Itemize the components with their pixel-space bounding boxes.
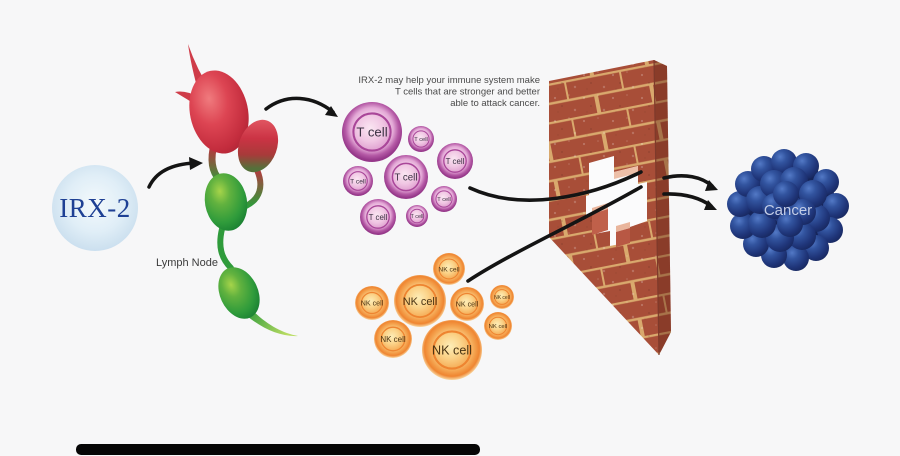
lymph-node-stem <box>217 226 234 271</box>
arrow-nkcells-to-wall <box>466 185 643 283</box>
hole-brick-stub <box>616 228 630 247</box>
nk-cell: NK cell <box>422 320 482 380</box>
t-cell: T cell <box>406 205 428 227</box>
lymph-node-illustration <box>175 44 298 337</box>
cancer-sphere <box>783 245 809 271</box>
arrow-tcells-to-wall <box>468 170 643 202</box>
cancer-sphere <box>823 193 849 219</box>
hole-brick-top <box>614 166 638 179</box>
bottom-bar <box>76 444 480 455</box>
nk-cell: NK cell <box>484 312 512 340</box>
t-cell: T cell <box>342 102 402 162</box>
cancer-mass <box>727 149 849 271</box>
hole-brick-stub <box>616 222 630 232</box>
cancer-sphere <box>777 211 803 237</box>
flow-arrowheads-left <box>189 106 338 170</box>
arrowhead <box>325 106 338 117</box>
nk-cell: NK cell <box>490 285 514 309</box>
arrow-node-to-tcells <box>264 96 335 114</box>
nk-cell: NK cell <box>355 286 389 320</box>
nk-cell: NK cell <box>394 275 446 327</box>
arrowhead <box>705 180 718 191</box>
arrowhead <box>189 157 203 170</box>
lymph-node-green-lobe <box>204 173 248 231</box>
irx2-bubble: IRX-2 <box>52 165 138 251</box>
lymph-node-red-lobe <box>189 70 249 154</box>
t-cell: T cell <box>384 155 428 199</box>
t-cell: T cell <box>431 186 457 212</box>
t-cell: T cell <box>343 166 373 196</box>
cancer-sphere <box>773 181 799 207</box>
t-cell: T cell <box>408 126 434 152</box>
nk-cell: NK cell <box>433 253 465 285</box>
lymph-node-red-lobe-small <box>237 119 279 173</box>
t-cell: T cell <box>437 143 473 179</box>
irx2-circle <box>52 165 138 251</box>
lymph-node-stem <box>243 167 264 209</box>
arrow-irx-to-node <box>147 161 197 189</box>
arrowhead <box>704 200 717 210</box>
nk-cell: NK cell <box>374 320 412 358</box>
lymph-node-green-lobe <box>218 267 260 319</box>
hole-brick-stub <box>592 209 608 235</box>
flow-arrows-left <box>147 96 335 189</box>
wall-edge <box>653 59 660 356</box>
nk-cell: NK cell <box>450 287 484 321</box>
t-cell: T cell <box>360 199 396 235</box>
flow-arrowheads-right <box>704 180 718 210</box>
